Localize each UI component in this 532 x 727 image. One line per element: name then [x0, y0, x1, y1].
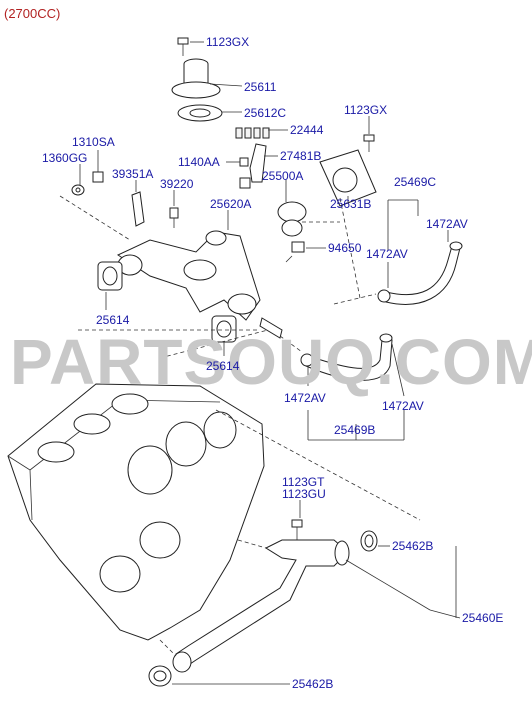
- label-1472av-c[interactable]: 1472AV: [284, 391, 326, 405]
- nut-1310sa: [92, 171, 104, 183]
- label-25462b-top[interactable]: 25462B: [392, 539, 433, 553]
- label-22444[interactable]: 22444: [290, 123, 324, 137]
- label-25614-left[interactable]: 25614: [96, 313, 130, 327]
- o-ring-25462b-top: [360, 530, 378, 552]
- label-1472av-d[interactable]: 1472AV: [382, 399, 424, 413]
- label-1123gt[interactable]: 1123GT: [282, 475, 325, 489]
- water-pipe-25460e: [172, 539, 350, 673]
- label-25631b[interactable]: 25631B: [330, 197, 371, 211]
- bolt-1123gx-top: [177, 37, 189, 56]
- label-25460e[interactable]: 25460E: [462, 611, 503, 625]
- label-1123gu[interactable]: 1123GU: [282, 487, 326, 501]
- hose-25469c: [377, 241, 463, 305]
- gasket-25612c: [177, 104, 223, 122]
- label-25620a[interactable]: 25620A: [210, 197, 251, 211]
- thermostat-housing-25611: [171, 58, 221, 99]
- label-94650[interactable]: 94650: [328, 241, 362, 255]
- label-1472av-b[interactable]: 1472AV: [366, 247, 408, 261]
- label-1123gx-top[interactable]: 1123GX: [206, 35, 249, 49]
- watermark: PARTSOUQ.COM: [10, 326, 532, 398]
- label-1472av-a[interactable]: 1472AV: [426, 217, 468, 231]
- label-1140aa[interactable]: 1140AA: [178, 155, 220, 169]
- label-25612c[interactable]: 25612C: [244, 106, 286, 120]
- housing-25631b: [319, 149, 377, 207]
- label-39351a[interactable]: 39351A: [112, 167, 153, 181]
- sensor-39220: [169, 207, 179, 228]
- water-inlet-fitting-25620a: [116, 230, 283, 339]
- engine-block: [7, 383, 265, 641]
- hose-25469b: [300, 333, 393, 381]
- bracket-27481b: [239, 143, 267, 189]
- label-25469c[interactable]: 25469C: [394, 175, 436, 189]
- dashed-guides: [59, 195, 421, 657]
- label-25614-right[interactable]: 25614: [206, 359, 240, 373]
- label-39220[interactable]: 39220: [160, 177, 194, 191]
- label-25500a[interactable]: 25500A: [262, 169, 303, 183]
- gasket-25614-right: [211, 315, 237, 343]
- label-1310sa[interactable]: 1310SA: [72, 135, 115, 149]
- label-1360gg[interactable]: 1360GG: [42, 151, 87, 165]
- bolt-1123gt-gu: [291, 519, 303, 540]
- thermostat-25500a: [277, 201, 307, 237]
- sensor-94650: [285, 241, 305, 263]
- washer-1360gg: [71, 184, 85, 196]
- leader-lines: [79, 41, 461, 685]
- label-25469b[interactable]: 25469B: [334, 423, 375, 437]
- engine-variant-label: (2700CC): [4, 6, 60, 21]
- label-1123gx-right[interactable]: 1123GX: [344, 103, 387, 117]
- bolt-1123gx-right: [363, 134, 375, 152]
- label-27481b[interactable]: 27481B: [280, 149, 321, 163]
- bracket-39351a: [131, 191, 145, 227]
- gasket-25614-left: [97, 261, 123, 291]
- label-25462b-bottom[interactable]: 25462B: [292, 677, 333, 691]
- label-25611[interactable]: 25611: [244, 80, 277, 94]
- clip-22444: [235, 127, 270, 139]
- o-ring-25462b-bottom: [148, 665, 172, 687]
